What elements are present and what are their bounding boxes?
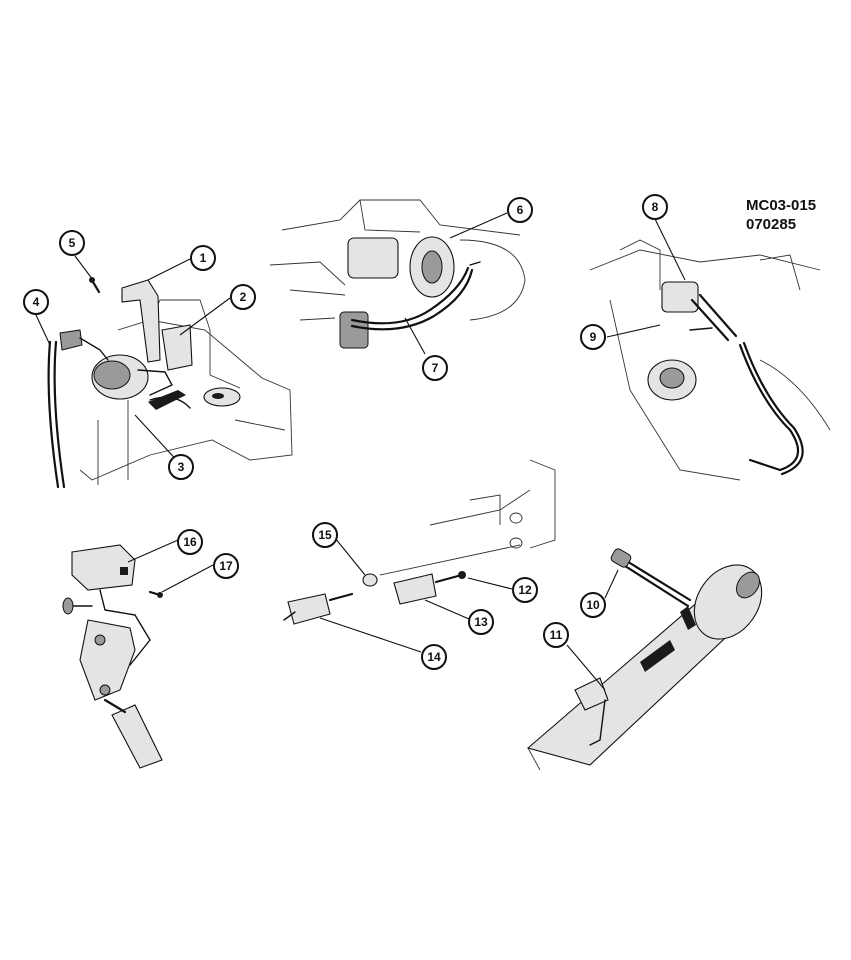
bracket-plate bbox=[161, 324, 193, 371]
callout-9-label: 9 bbox=[590, 330, 597, 344]
callout-9[interactable]: 9 bbox=[580, 324, 606, 350]
callout-6-label: 6 bbox=[517, 203, 524, 217]
callout-10[interactable]: 10 bbox=[580, 592, 606, 618]
drawing-code: MC03-015 bbox=[746, 197, 817, 214]
retainer-clip bbox=[362, 573, 378, 587]
callout-12[interactable]: 12 bbox=[512, 577, 538, 603]
cruise-lever bbox=[623, 558, 692, 602]
callout-17[interactable]: 17 bbox=[213, 553, 239, 579]
throttle-cable bbox=[738, 343, 800, 472]
callout-5[interactable]: 5 bbox=[59, 230, 85, 256]
callout-13-label: 13 bbox=[474, 615, 488, 629]
drawing-date-code: 070285 bbox=[746, 216, 797, 233]
callout-8-label: 8 bbox=[652, 200, 659, 214]
engine-harness bbox=[350, 266, 470, 325]
callout-8[interactable]: 8 bbox=[642, 194, 668, 220]
callout-3-label: 3 bbox=[178, 460, 185, 474]
callout-14-label: 14 bbox=[427, 650, 441, 664]
callout-4-label: 4 bbox=[33, 295, 40, 309]
throttle-body bbox=[661, 281, 699, 313]
callout-15[interactable]: 15 bbox=[312, 522, 338, 548]
engine-component bbox=[347, 237, 399, 279]
callout-7[interactable]: 7 bbox=[422, 355, 448, 381]
brake-pedal bbox=[111, 704, 163, 769]
callout-16[interactable]: 16 bbox=[177, 529, 203, 555]
view-steering-column bbox=[526, 548, 763, 771]
callout-4[interactable]: 4 bbox=[23, 289, 49, 315]
callout-16-label: 16 bbox=[183, 535, 197, 549]
callout-11-label: 11 bbox=[550, 628, 563, 642]
brake-switch bbox=[393, 573, 437, 605]
wiring-harness bbox=[47, 340, 60, 489]
callout-1[interactable]: 1 bbox=[190, 245, 216, 271]
callout-10-label: 10 bbox=[586, 598, 600, 612]
callout-5-label: 5 bbox=[69, 236, 76, 250]
column-connector bbox=[574, 677, 609, 711]
callout-11[interactable]: 11 bbox=[543, 622, 569, 648]
drawing-id-block: MC03-015 070285 bbox=[746, 196, 816, 234]
callout-2[interactable]: 2 bbox=[230, 284, 256, 310]
callout-15-label: 15 bbox=[318, 528, 332, 542]
view-pedal-module bbox=[62, 539, 214, 769]
servo-bracket bbox=[121, 279, 161, 363]
callout-12-label: 12 bbox=[518, 583, 532, 597]
callout-17-label: 17 bbox=[219, 559, 233, 573]
view-cable-linkage bbox=[589, 218, 831, 481]
callout-14[interactable]: 14 bbox=[421, 644, 447, 670]
view-brake-switches bbox=[283, 459, 556, 653]
callout-6[interactable]: 6 bbox=[507, 197, 533, 223]
view-servo-bracket bbox=[35, 255, 293, 489]
callout-13[interactable]: 13 bbox=[468, 609, 494, 635]
cruise-module bbox=[71, 544, 136, 591]
callout-7-label: 7 bbox=[432, 361, 439, 375]
pedal-bracket bbox=[79, 619, 136, 701]
view-engine-harness bbox=[269, 199, 526, 355]
tcc-switch bbox=[287, 593, 331, 625]
callout-2-label: 2 bbox=[240, 290, 247, 304]
callout-1-label: 1 bbox=[200, 251, 207, 265]
callout-3[interactable]: 3 bbox=[168, 454, 194, 480]
